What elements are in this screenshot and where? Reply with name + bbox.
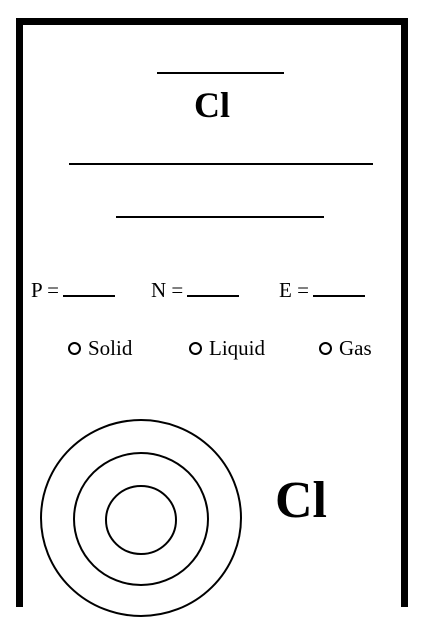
protons-blank[interactable]: [63, 277, 115, 297]
state-label-gas: Gas: [339, 336, 372, 360]
element-symbol-bottom: Cl: [275, 472, 327, 529]
electrons-field: E =: [279, 277, 365, 303]
state-of-matter-row: Solid Liquid Gas: [23, 335, 401, 361]
electron-shell-1: [105, 485, 177, 555]
element-card: Cl P = N = E = Solid Liquid Gas Cl: [16, 18, 408, 617]
electrons-label: E =: [279, 278, 309, 302]
electrons-blank[interactable]: [312, 277, 365, 297]
electron-shell-2: [73, 452, 209, 586]
protons-field: P =: [31, 277, 115, 303]
state-option-gas[interactable]: Gas: [319, 335, 372, 361]
radio-circle-icon[interactable]: [189, 341, 202, 355]
state-label-liquid: Liquid: [209, 336, 265, 360]
atomic-number-blank[interactable]: [157, 72, 284, 74]
state-option-liquid[interactable]: Liquid: [189, 335, 265, 361]
element-name-blank[interactable]: [69, 163, 373, 165]
element-symbol-top: Cl: [194, 85, 230, 125]
neutrons-blank[interactable]: [187, 277, 240, 297]
electron-shell-3: [40, 419, 242, 617]
protons-label: P =: [31, 278, 59, 302]
state-label-solid: Solid: [88, 336, 133, 360]
neutrons-field: N =: [151, 277, 240, 303]
atomic-mass-blank[interactable]: [116, 216, 324, 218]
state-option-solid[interactable]: Solid: [68, 335, 132, 361]
neutrons-label: N =: [151, 278, 184, 302]
radio-circle-icon[interactable]: [319, 341, 332, 355]
radio-circle-icon[interactable]: [68, 341, 81, 355]
particle-count-row: P = N = E =: [23, 277, 401, 303]
bohr-model-diagram: [40, 419, 242, 617]
